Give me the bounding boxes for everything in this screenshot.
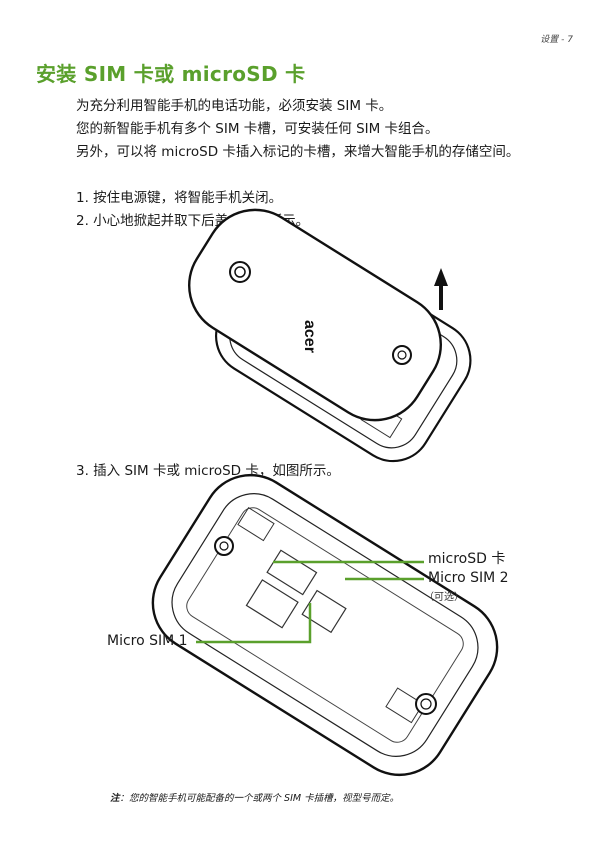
intro-paragraph-1: 为充分利用智能手机的电话功能，必须安装 SIM 卡。 [76,98,393,114]
note-label: 注 [110,793,120,804]
speaker-icon-2 [415,693,437,715]
microsd-slot [266,549,318,596]
camera-lens-icon [229,261,251,283]
step-1: 1. 按住电源键，将智能手机关闭。 [76,190,283,206]
step-2: 2. 小心地掀起并取下后盖，如图所示。 [76,213,310,229]
callout-sim1: Micro SIM 1 [107,633,188,649]
sim1-slot [245,579,299,629]
callout-microsd: microSD 卡 [428,551,506,567]
sim1-callout-line [196,603,312,644]
page-title: 安装 SIM 卡或 microSD 卡 [36,62,306,86]
phone-open-illustration [151,473,499,777]
brand-logo: acer [301,320,318,353]
note-text: ：您的智能手机可能配备的一个或两个 SIM 卡插槽，视型号而定。 [119,793,400,804]
callout-sim2-optional: （可选） [424,592,464,603]
page-reference: 设置 - 7 [540,35,573,45]
camera-lens-icon-2 [214,536,234,556]
intro-paragraph-3: 另外，可以将 microSD 卡插入标记的卡槽，来增大智能手机的存储空间。 [76,144,520,160]
speaker-icon [392,345,412,365]
step-3: 3. 插入 SIM 卡或 microSD 卡，如图所示。 [76,463,340,479]
lift-arrow-icon [434,268,448,310]
phone-body-illustration [215,234,472,463]
sim2-slot [301,589,347,634]
intro-paragraph-2: 您的新智能手机有多个 SIM 卡槽，可安装任何 SIM 卡组合。 [76,121,439,137]
callout-sim2: Micro SIM 2 [428,570,509,586]
footnote: 注：您的智能手机可能配备的一个或两个 SIM 卡插槽，视型号而定。 [110,790,399,804]
